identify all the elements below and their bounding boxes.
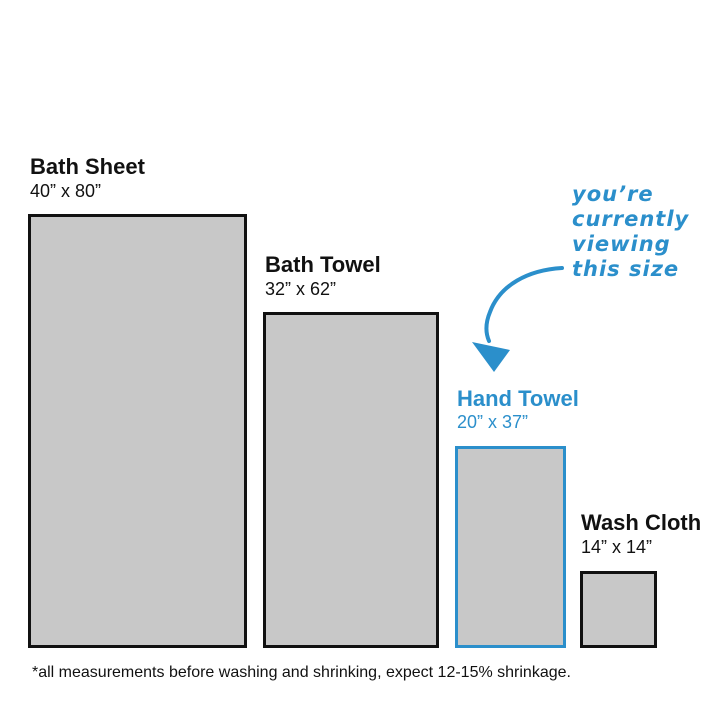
current-size-callout: you’re currently viewing this size <box>572 182 689 282</box>
bath-sheet-shape <box>28 214 247 648</box>
wash-cloth-shape <box>580 571 657 648</box>
hand-towel-dimensions: 20” x 37” <box>457 412 529 432</box>
callout-line-1: you’re <box>572 182 654 206</box>
bath-towel-dimensions: 32” x 62” <box>265 279 337 299</box>
callout-line-3: viewing <box>572 232 671 256</box>
bath-towel-name: Bath Towel <box>265 252 381 277</box>
hand-towel-shape <box>455 446 566 648</box>
hand-towel-name: Hand Towel <box>457 386 579 411</box>
bath-sheet-name: Bath Sheet <box>30 154 145 179</box>
bath-sheet-dimensions: 40” x 80” <box>30 181 102 201</box>
shrinkage-footnote: *all measurements before washing and shr… <box>32 664 571 681</box>
callout-line-2: currently <box>572 207 690 231</box>
wash-cloth-name: Wash Cloth <box>581 510 702 535</box>
callout-line-4: this size <box>572 257 680 281</box>
bath-towel-shape <box>263 312 439 648</box>
wash-cloth-dimensions: 14” x 14” <box>581 537 653 557</box>
